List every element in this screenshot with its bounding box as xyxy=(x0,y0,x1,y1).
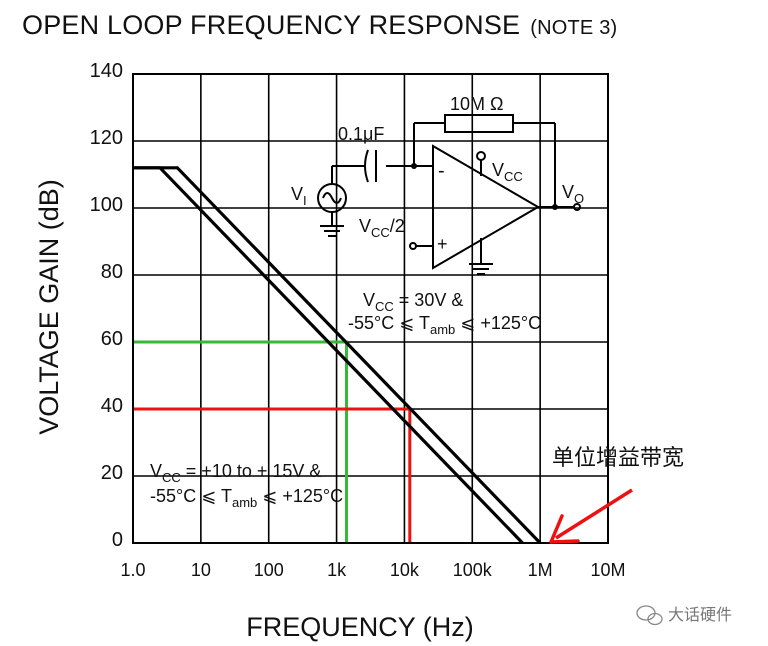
cond-bot-vcc-sub: CC xyxy=(162,470,181,485)
vcc-half-label: VCC/2 xyxy=(359,216,405,240)
vcc-label: VCC xyxy=(492,160,523,184)
cond-top-vcc: V xyxy=(363,290,375,310)
capacitor-label: 0.1μF xyxy=(338,124,384,144)
y-tick-label: 120 xyxy=(90,127,123,149)
y-tick-label: 20 xyxy=(101,462,123,484)
tick-labels: 1.0 10 100 1k 10k 100k 1M 10M 0 20 40 60 80 100 120 140 xyxy=(90,60,626,580)
x-tick-label: 100 xyxy=(254,560,284,580)
source-sine xyxy=(322,192,342,204)
vo-main: V xyxy=(562,182,574,202)
condition-top-line2: -55°C ⩽ Tamb ⩽ +125°C xyxy=(348,313,541,337)
vi-main: V xyxy=(291,184,303,204)
series-line xyxy=(133,166,542,545)
vcc-main: V xyxy=(492,160,504,180)
x-axis-label: FREQUENCY (Hz) xyxy=(246,612,474,642)
cond-bot-vcc: V xyxy=(150,461,162,481)
watermark: 大话硬件 xyxy=(636,605,732,626)
x-tick-label: 100k xyxy=(453,560,493,580)
x-tick-label: 1M xyxy=(528,560,553,580)
condition-bottom-line2: -55°C ⩽ Tamb ⩽ +125°C xyxy=(150,486,343,510)
chart-title: OPEN LOOP FREQUENCY RESPONSE (NOTE 3) xyxy=(22,10,617,41)
y-tick-label: 0 xyxy=(112,529,123,551)
y-tick-label: 140 xyxy=(90,60,123,82)
vcc2-rest: /2 xyxy=(390,216,405,236)
y-axis-label: VOLTAGE GAIN (dB) xyxy=(34,179,64,435)
vo-terminal xyxy=(573,203,581,211)
x-tick-label: 1k xyxy=(327,560,347,580)
inset-circuit xyxy=(317,114,581,275)
feedback-junction xyxy=(411,163,417,169)
vi-label: VI xyxy=(291,184,307,208)
cond-top-temp-sub: amb xyxy=(430,322,455,337)
x-tick-label: 10M xyxy=(590,560,625,580)
cond-top-temp-a: -55°C ⩽ T xyxy=(348,313,430,333)
op-amp-triangle xyxy=(432,144,540,270)
series-lines xyxy=(133,166,542,545)
cond-bot-rest: = +10 to + 15V & xyxy=(181,461,322,481)
chart-title-main: OPEN LOOP FREQUENCY RESPONSE xyxy=(22,10,521,40)
vcc-terminal xyxy=(476,151,486,161)
vo-label: VO xyxy=(562,182,584,206)
condition-top-line1: VCC = 30V & xyxy=(363,290,463,314)
wechat-icon xyxy=(636,605,663,626)
vcc2-sub: CC xyxy=(371,225,390,240)
chart-title-note: (NOTE 3) xyxy=(530,17,618,39)
output-junction xyxy=(552,204,558,210)
y-tick-label: 80 xyxy=(101,261,123,283)
vcc2-main: V xyxy=(359,216,371,236)
condition-bottom-line1: VCC = +10 to + 15V & xyxy=(150,461,321,485)
plot-frame xyxy=(132,73,609,544)
unity-gain-arrow-shaft xyxy=(555,488,633,540)
vo-sub: O xyxy=(574,191,584,206)
cond-bot-temp-b: ⩽ +125°C xyxy=(257,486,343,506)
x-tick-label: 10 xyxy=(191,560,211,580)
unity-gain-label: 单位增益带宽 xyxy=(552,446,684,471)
minus-sign: - xyxy=(438,160,445,182)
cond-bot-temp-a: -55°C ⩽ T xyxy=(150,486,232,506)
x-tick-label: 1.0 xyxy=(120,560,145,580)
cond-top-rest: = 30V & xyxy=(394,290,464,310)
feedback-resistor xyxy=(444,114,514,133)
y-tick-label: 40 xyxy=(101,395,123,417)
watermark-text: 大话硬件 xyxy=(668,605,732,624)
cond-top-vcc-sub: CC xyxy=(375,299,394,314)
resistor-label: 10M Ω xyxy=(450,94,503,114)
plus-sign: + xyxy=(437,234,448,254)
vcc-sub: CC xyxy=(504,169,523,184)
marker-lines xyxy=(133,340,412,543)
vi-sub: I xyxy=(303,193,307,208)
cap-plate-left xyxy=(364,149,369,183)
plus-input-terminal xyxy=(409,242,417,250)
cond-bot-temp-sub: amb xyxy=(232,495,257,510)
cond-top-temp-b: ⩽ +125°C xyxy=(455,313,541,333)
x-tick-label: 10k xyxy=(390,560,420,580)
unity-gain-arrow-head xyxy=(549,514,580,544)
marker-line xyxy=(133,340,348,543)
y-tick-label: 100 xyxy=(90,194,123,216)
y-tick-label: 60 xyxy=(101,328,123,350)
